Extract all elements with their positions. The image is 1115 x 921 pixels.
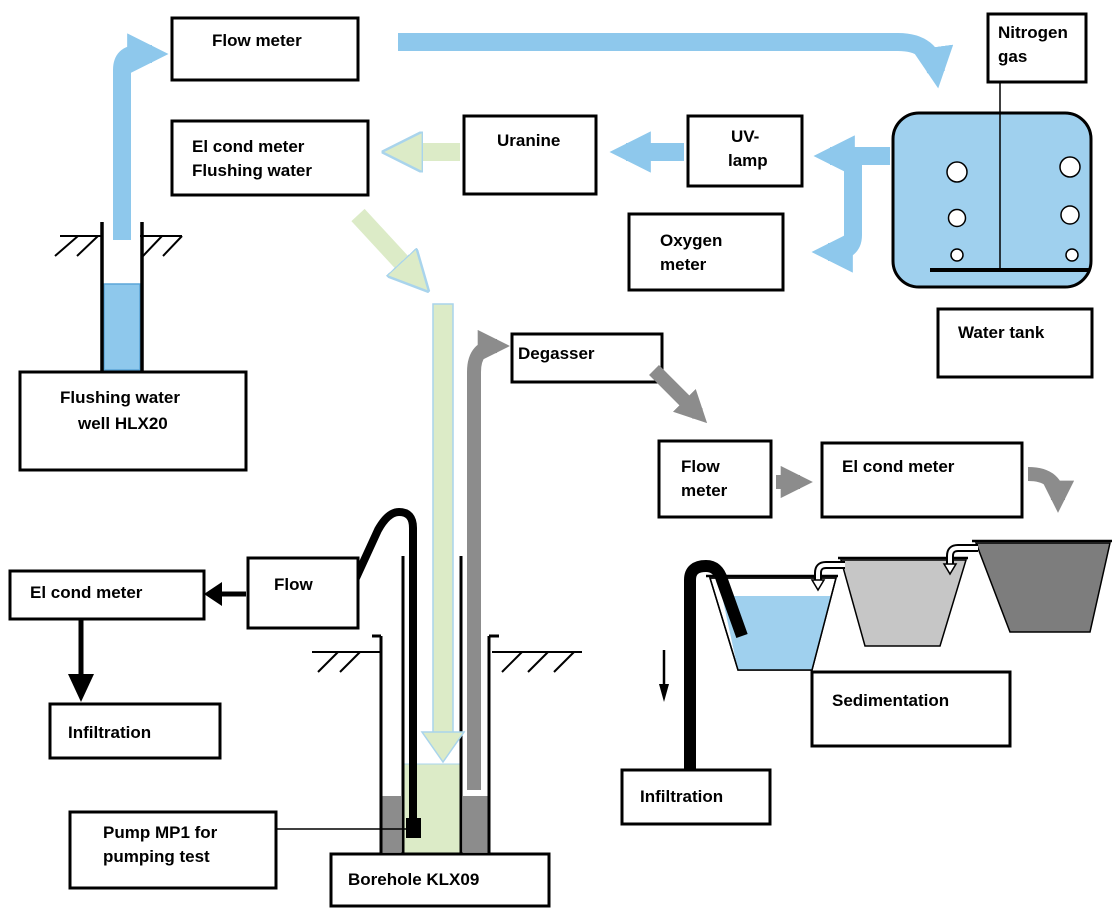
flow-meter-right-label-1: Flow (681, 457, 720, 476)
flushing-water-pipe-arrow (113, 33, 169, 240)
sedimentation-basin-3 (974, 542, 1111, 633)
el-cond-right-box (820, 441, 1024, 519)
sedimentation-label-box (810, 670, 1012, 748)
degasser-label: Degasser (518, 344, 595, 363)
sedimentation-basin-2 (840, 559, 968, 647)
nitrogen-label-2: gas (998, 47, 1027, 66)
flow-to-elcond-left-arrowhead (204, 582, 222, 606)
pump-mp1 (406, 818, 421, 838)
flow-meter-right-label-2: meter (681, 481, 728, 500)
el-cond-flushing-label-2: Flushing water (192, 161, 312, 180)
uv-lamp-box (686, 114, 804, 188)
flushing-well-label-1: Flushing water (60, 388, 180, 407)
sedimentation-label: Sedimentation (832, 691, 949, 710)
borehole-label-box (329, 852, 551, 908)
outflow-arrowhead (659, 684, 669, 702)
flushing-water-well (54, 222, 183, 372)
flow-left-box (246, 556, 360, 630)
flow-left-label: Flow (274, 575, 313, 594)
infiltration-right-label: Infiltration (640, 787, 723, 806)
gas-bubbles (946, 156, 1081, 262)
sedimentation-basin-1-water (722, 596, 832, 670)
elcond-to-infiltration-arrowhead (68, 674, 94, 702)
borehole-label: Borehole KLX09 (348, 870, 479, 889)
uranine-box (462, 114, 598, 196)
nitrogen-label-1: Nitrogen (998, 23, 1068, 42)
el-cond-flushing-label-1: El cond meter (192, 137, 305, 156)
water-tank (891, 111, 1093, 289)
uv-lamp-label-1: UV- (731, 127, 759, 146)
pump-label-2: pumping test (103, 847, 210, 866)
pump-hose (352, 507, 417, 824)
el-cond-flushing-box (170, 119, 370, 197)
injection-arrowhead (420, 731, 466, 764)
infiltration-left-box (48, 702, 222, 760)
uranine-label: Uranine (497, 131, 560, 150)
pump-label-box (68, 810, 278, 890)
oxygen-meter-box (627, 212, 785, 292)
flow-meter-top-label: Flow meter (212, 31, 302, 50)
uv-lamp-label-2: lamp (728, 151, 768, 170)
flushing-well-label-2: well HLX20 (77, 414, 168, 433)
flow-meter-right-box (657, 439, 773, 519)
oxygen-meter-label-1: Oxygen (660, 231, 722, 250)
flushing-well-box (18, 370, 248, 472)
flow-meter-top-box (170, 16, 360, 82)
el-cond-left-label: El cond meter (30, 583, 143, 602)
outlet-hose (684, 559, 748, 770)
elcond-to-sedimentation-arrow (1027, 467, 1075, 513)
oxygen-meter-label-2: meter (660, 255, 707, 274)
tank-to-oxygen-arrow (811, 156, 862, 273)
infiltration-left-label: Infiltration (68, 723, 151, 742)
el-cond-right-label: El cond meter (842, 457, 955, 476)
sedimentation-basin-1 (708, 577, 837, 671)
el-cond-left-box (8, 569, 206, 621)
degasser-to-flowmeter-arrow (649, 365, 708, 424)
infiltration-right-box (620, 768, 772, 826)
pumped-water-pipe (467, 329, 510, 790)
degasser-box (510, 332, 664, 384)
water-tank-label-box (936, 307, 1094, 379)
water-tank-label: Water tank (958, 323, 1045, 342)
injection-tube (432, 303, 454, 735)
elcond-to-borehole-arrow (351, 208, 418, 280)
nitrogen-gas-box (986, 12, 1088, 84)
pump-label-1: Pump MP1 for (103, 823, 218, 842)
flow-to-tank-arrow (398, 33, 954, 89)
